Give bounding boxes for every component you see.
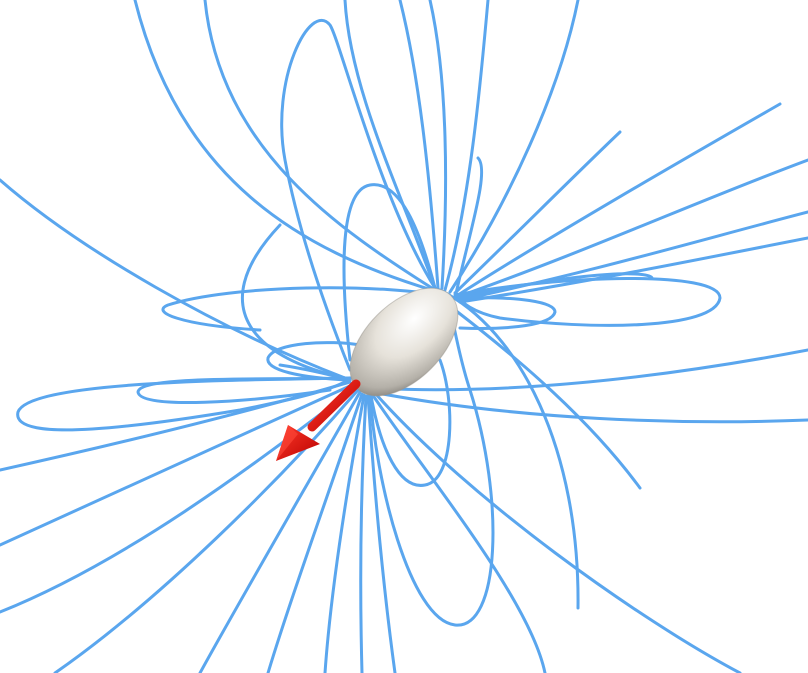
field-line xyxy=(458,210,808,302)
field-line xyxy=(453,272,654,300)
field-line xyxy=(266,341,362,382)
field-line xyxy=(448,0,580,294)
field-line xyxy=(266,392,364,673)
field-line xyxy=(0,386,357,614)
field-line xyxy=(368,348,808,392)
field-line xyxy=(370,392,547,673)
field-line xyxy=(370,390,808,424)
field-line xyxy=(372,390,742,673)
field-line xyxy=(453,296,557,330)
field-line xyxy=(241,223,347,380)
field-line xyxy=(456,102,782,297)
field-line xyxy=(453,130,622,295)
field-line xyxy=(443,0,490,292)
field-line xyxy=(453,277,722,327)
field-line xyxy=(428,0,448,290)
field-line xyxy=(0,178,347,380)
field-line xyxy=(453,308,642,490)
field-line xyxy=(368,358,452,487)
magnetic-moment-arrow xyxy=(276,379,361,461)
field-line xyxy=(438,288,580,610)
field-line xyxy=(278,363,352,382)
field-line xyxy=(136,376,352,405)
field-line xyxy=(133,0,434,292)
field-line xyxy=(53,388,360,673)
field-line xyxy=(359,394,368,673)
field-line xyxy=(458,236,808,304)
field-line xyxy=(366,394,397,673)
field-line xyxy=(343,0,437,290)
field-line xyxy=(198,390,362,673)
field-line xyxy=(0,380,352,472)
field-line xyxy=(0,383,354,547)
field-line xyxy=(458,158,808,298)
field-line xyxy=(323,393,366,673)
field-line xyxy=(368,316,495,627)
field-line xyxy=(280,18,437,372)
field-line xyxy=(161,286,457,332)
field-line xyxy=(203,0,437,292)
field-line xyxy=(398,0,440,290)
field-line xyxy=(342,183,437,362)
